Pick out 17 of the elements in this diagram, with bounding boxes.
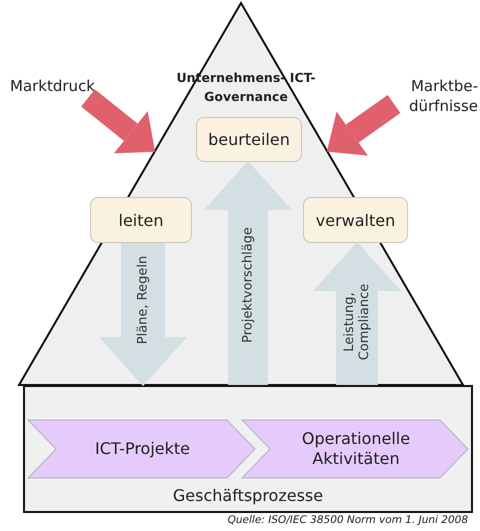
edge-label: Projektvorschläge bbox=[240, 227, 256, 343]
process-panel bbox=[23, 385, 473, 513]
pressure-label: Marktbe- dürfnisse bbox=[394, 76, 478, 118]
panel-title: Geschäftsprozesse bbox=[172, 486, 324, 505]
activity-box: leiten bbox=[90, 197, 192, 243]
activity-box: verwalten bbox=[303, 197, 408, 243]
block-arrow bbox=[313, 242, 401, 385]
block-arrow bbox=[81, 89, 156, 154]
activity-box: beurteilen bbox=[196, 117, 302, 162]
edge-label: Leistung, Compliance bbox=[342, 282, 372, 362]
chevron-shape: Operationelle Aktivitäten bbox=[242, 420, 468, 478]
edge-label: Pläne, Regeln bbox=[136, 256, 150, 344]
block-arrow bbox=[326, 95, 400, 156]
pressure-label: Marktdruck bbox=[10, 76, 96, 98]
block-arrow bbox=[204, 160, 292, 385]
source-note: Quelle: ISO/IEC 38500 Norm vom 1. Juni 2008 bbox=[228, 514, 468, 526]
chevron-shape: ICT-Projekte bbox=[28, 420, 255, 478]
